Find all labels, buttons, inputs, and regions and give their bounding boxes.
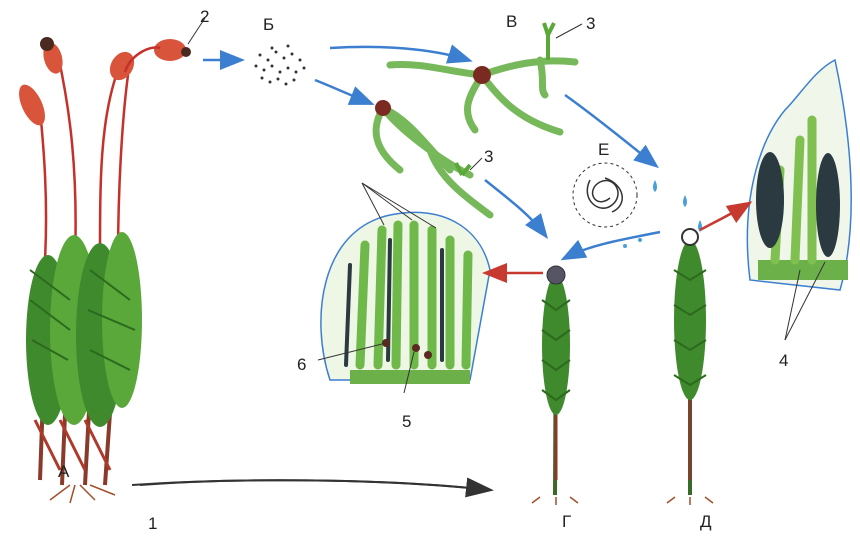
capsule xyxy=(105,48,139,85)
label-2: 2 xyxy=(200,8,209,25)
archegonia-inset xyxy=(318,183,490,393)
germinating-spore xyxy=(473,66,491,84)
fertilization-circle xyxy=(573,163,637,227)
label-3-bottom: 3 xyxy=(484,148,493,165)
moss-plant-a xyxy=(14,37,191,503)
male-plant-d xyxy=(623,180,713,505)
label-b: Б xyxy=(263,16,274,33)
label-6: 6 xyxy=(297,356,306,373)
label-4: 4 xyxy=(779,352,788,369)
spores xyxy=(255,45,306,86)
label-5: 5 xyxy=(402,413,411,430)
label-a: А xyxy=(58,463,69,480)
label-1: 1 xyxy=(148,515,157,532)
label-g: Г xyxy=(562,513,571,530)
label-v: В xyxy=(506,13,517,30)
antheridia-inset xyxy=(747,60,851,340)
capsule xyxy=(154,39,186,61)
label-e: Е xyxy=(598,141,609,158)
label-d: Д xyxy=(700,513,712,530)
capsule xyxy=(14,81,51,129)
female-plant-g xyxy=(532,266,578,505)
label-3-top: 3 xyxy=(586,15,595,32)
